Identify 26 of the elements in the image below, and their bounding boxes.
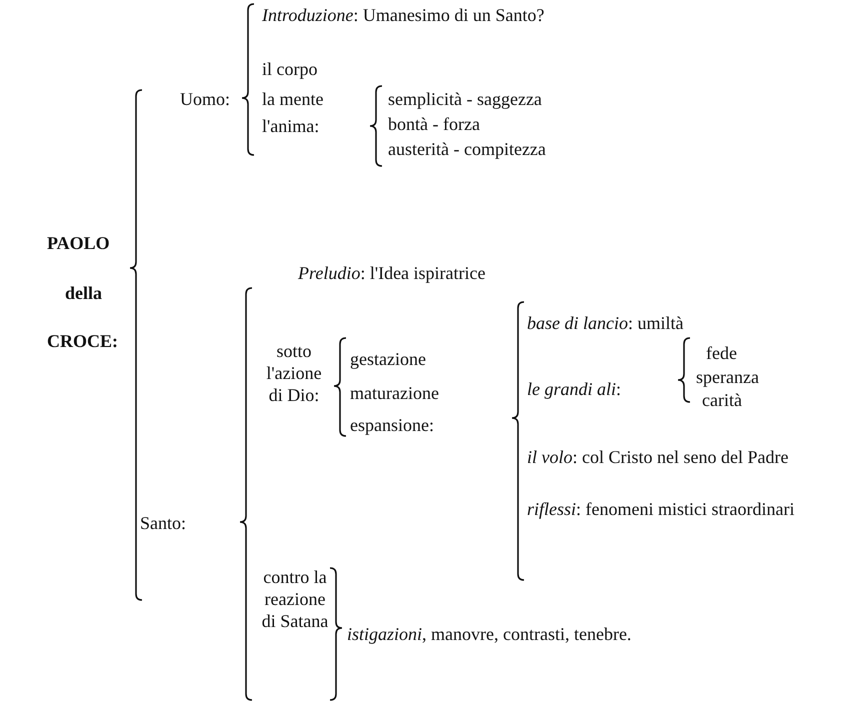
label: Santo: [140, 512, 186, 534]
label: fede [706, 342, 737, 364]
label: gestazione [350, 348, 426, 370]
label: le grandi ali: [527, 378, 622, 400]
label: bontà - forza [388, 113, 480, 135]
label: Preludio: l'Idea ispiratrice [298, 262, 486, 284]
label: base di lancio: umiltà [527, 312, 684, 334]
label: maturazione [350, 382, 439, 404]
label: austerità - compitezza [388, 138, 546, 160]
label: riflessi: fenomeni mistici straordinari [527, 498, 796, 520]
label: espansione: [350, 414, 434, 436]
label: contro la reazione di Satana [260, 566, 330, 632]
title-text: PAOLO [47, 232, 110, 254]
title-text: della [65, 282, 102, 304]
label: la mente [262, 88, 324, 110]
label: semplicità - saggezza [388, 88, 542, 110]
label: istigazioni, manovre, contrasti, tenebre. [347, 623, 632, 645]
label: l'anima: [262, 115, 320, 137]
label: Uomo: [180, 88, 230, 110]
label: carità [702, 389, 742, 411]
label: il corpo [262, 58, 318, 80]
label: sotto l'azione di Dio: [265, 340, 323, 406]
heading-text: Introduzione: Umanesimo di un Santo? [262, 4, 544, 26]
label: il volo: col Cristo nel seno del Padre [527, 446, 790, 468]
title-text: CROCE: [47, 330, 118, 352]
label: speranza [696, 366, 759, 388]
